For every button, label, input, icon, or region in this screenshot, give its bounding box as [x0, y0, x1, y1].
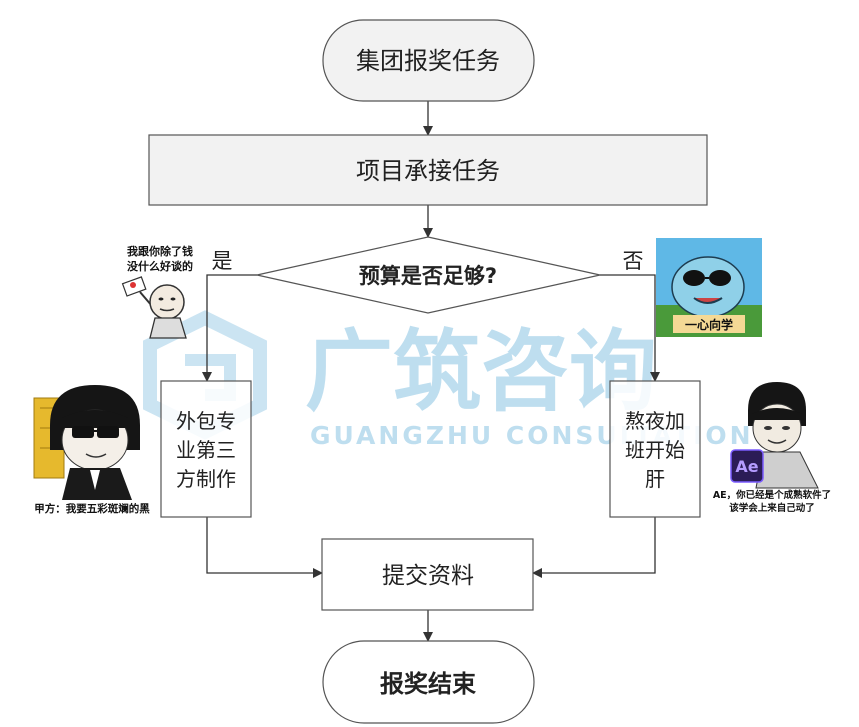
arrow-overtime-to-submit: [532, 517, 656, 578]
meme-rich-client-caption: 甲方：我要五彩斑斓的黑: [34, 502, 150, 515]
arrow-decision-no: [600, 274, 660, 382]
ae-app-icon: Ae: [730, 449, 764, 483]
squirtle-sunglasses-icon: [671, 256, 745, 318]
node-overtime: 熬夜加 班开始 肝: [609, 380, 701, 518]
meme-ae-caption-line-2: 该学会上来自己动了: [729, 502, 815, 514]
node-start-label: 集团报奖任务: [356, 47, 500, 75]
node-step1-label: 项目承接任务: [356, 157, 500, 185]
ae-guy-figure-icon: [748, 382, 819, 489]
meme-money-caption-line-2: 没什么好谈的: [127, 259, 193, 273]
meme-money-caption-line-1: 我跟你除了钱: [127, 244, 193, 258]
node-step1: 项目承接任务: [148, 134, 708, 206]
yes-label: 是: [212, 249, 233, 273]
arrow-decision-yes: [202, 274, 257, 382]
connectors: [202, 101, 660, 642]
ae-app-badge: Ae: [735, 457, 758, 476]
meme-ae-caption-line-1: AE，你已经是个成熟软件了: [713, 489, 831, 501]
meme-rich-client: 甲方：我要五彩斑斓的黑: [33, 385, 150, 515]
no-label: 否: [623, 249, 644, 273]
node-end-label: 报奖结束: [380, 670, 477, 698]
node-overtime-line-2: 班开始: [625, 438, 685, 462]
watermark: 广筑咨询 GUANGZHU CONSULTATION: [143, 310, 751, 450]
node-start: 集团报奖任务: [322, 19, 535, 102]
node-end: 报奖结束: [322, 640, 535, 724]
meme-squirtle: 一心向学: [656, 238, 762, 337]
node-overtime-line-3: 肝: [645, 467, 665, 491]
node-overtime-line-1: 熬夜加: [625, 409, 685, 433]
node-outsource-line-3: 方制作: [176, 467, 236, 491]
node-submit-label: 提交资料: [382, 563, 474, 589]
node-outsource-line-1: 外包专: [176, 409, 236, 433]
meme-squirtle-caption: 一心向学: [685, 317, 733, 332]
node-outsource: 外包专 业第三 方制作: [160, 380, 252, 518]
rich-client-figure-icon: [33, 385, 140, 500]
node-outsource-line-2: 业第三: [176, 438, 236, 462]
node-submit: 提交资料: [321, 538, 534, 611]
node-decision: 预算是否足够?: [256, 236, 601, 314]
money-guy-figure-icon: [121, 276, 187, 339]
meme-money-guy: 我跟你除了钱 没什么好谈的: [121, 244, 193, 339]
arrow-outsource-to-submit: [206, 517, 323, 578]
node-decision-label: 预算是否足够?: [359, 264, 497, 288]
meme-ae-guy: Ae AE，你已经是个成熟软件了 该学会上来自己动了: [713, 382, 831, 514]
watermark-title: 广筑咨询: [305, 320, 657, 423]
